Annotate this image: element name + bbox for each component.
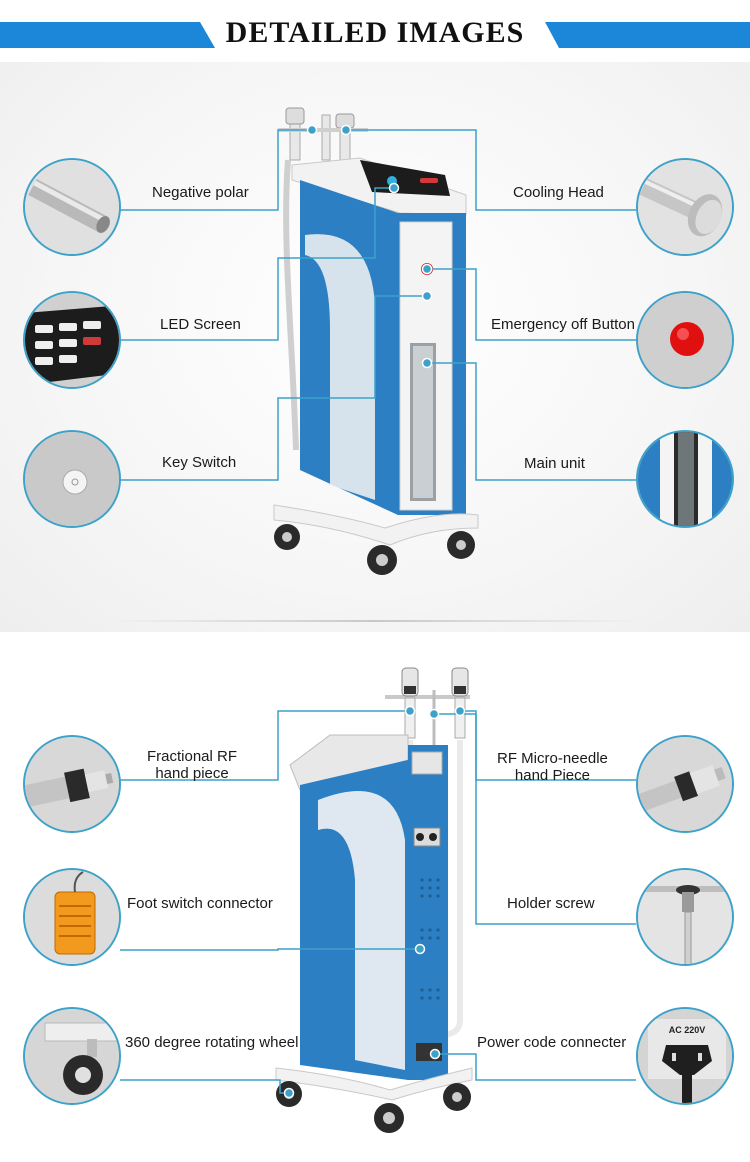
key-switch-icon bbox=[25, 432, 119, 526]
rf-micro-needle-detail-image bbox=[636, 735, 734, 833]
fractional-rf-detail-image bbox=[23, 735, 121, 833]
foot-switch-label: Foot switch connector bbox=[127, 895, 273, 912]
rf-micro-needle-label-line2: hand Piece bbox=[514, 767, 590, 784]
led-screen-icon bbox=[25, 293, 119, 387]
floor-shadow bbox=[110, 620, 640, 622]
rotating-wheel-label: 360 degree rotating wheel bbox=[125, 1034, 299, 1051]
power-connector-detail-image: AC 220V bbox=[636, 1007, 734, 1105]
led-screen-label: LED Screen bbox=[160, 316, 241, 333]
key-switch-label: Key Switch bbox=[162, 454, 237, 471]
rf-micro-needle-label: RF Micro-needle hand Piece bbox=[497, 750, 608, 784]
fractional-rf-handpiece-icon bbox=[25, 737, 119, 831]
key-switch-detail-image bbox=[23, 430, 121, 528]
banner-bar-right bbox=[545, 22, 750, 48]
emergency-off-label: Emergency off Button bbox=[491, 316, 635, 333]
main-unit-icon bbox=[638, 432, 732, 526]
emergency-off-button-icon bbox=[638, 293, 732, 387]
plug-voltage-text: AC 220V bbox=[669, 1025, 706, 1035]
led-screen-detail-image bbox=[23, 291, 121, 389]
fractional-rf-label: Fractional RF hand piece bbox=[147, 748, 237, 782]
emergency-off-detail-image bbox=[636, 291, 734, 389]
holder-screw-icon bbox=[638, 870, 732, 964]
foot-switch-pedal-icon bbox=[25, 870, 119, 964]
power-connector-label: Power code connecter bbox=[477, 1034, 627, 1051]
rotating-wheel-detail-image bbox=[23, 1007, 121, 1105]
main-unit-detail-image bbox=[636, 430, 734, 528]
negative-polar-label: Negative polar bbox=[152, 184, 249, 201]
negative-polar-rod-icon bbox=[25, 160, 119, 254]
holder-screw-detail-image bbox=[636, 868, 734, 966]
cooling-head-icon bbox=[638, 160, 732, 254]
main-unit-label: Main unit bbox=[524, 455, 585, 472]
rf-micro-needle-handpiece-icon bbox=[638, 737, 732, 831]
banner-bar-left bbox=[0, 22, 215, 48]
fractional-rf-label-line2: hand piece bbox=[155, 765, 229, 782]
fractional-rf-label-line1: Fractional RF bbox=[147, 748, 238, 765]
cooling-head-detail-image bbox=[636, 158, 734, 256]
header-banner: DETAILED IMAGES bbox=[0, 0, 750, 62]
power-plug-icon: AC 220V bbox=[638, 1009, 732, 1103]
rotating-wheel-icon bbox=[25, 1009, 119, 1103]
cooling-head-label: Cooling Head bbox=[513, 184, 604, 201]
holder-screw-label: Holder screw bbox=[507, 895, 595, 912]
foot-switch-detail-image bbox=[23, 868, 121, 966]
negative-polar-detail-image bbox=[23, 158, 121, 256]
page-title: DETAILED IMAGES bbox=[225, 16, 525, 49]
rf-micro-needle-label-line1: RF Micro-needle bbox=[497, 750, 608, 767]
